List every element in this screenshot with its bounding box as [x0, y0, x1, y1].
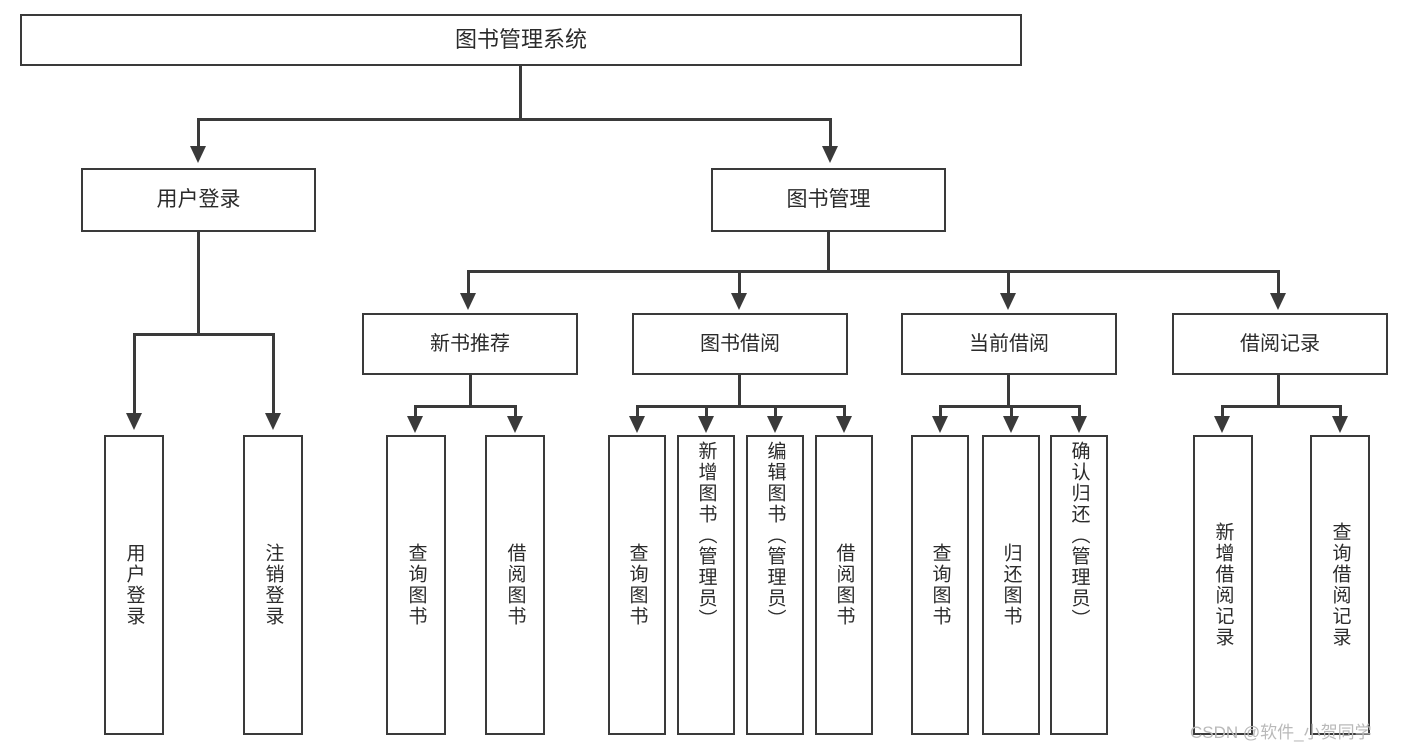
leaf-query-book-borrow[interactable]: 查询图书 [608, 435, 666, 735]
leaf-logout-login[interactable]: 注销登录 [243, 435, 303, 735]
connector-root-to-bookmgmt [829, 118, 832, 148]
arrow-current-to-leaf3 [1071, 416, 1087, 433]
node-label: 新书推荐 [430, 332, 510, 355]
connector-userlogin-to-leaf2 [272, 333, 275, 415]
leaf-label: 用户登录 [123, 543, 145, 627]
arrow-current-to-leaf1 [932, 416, 948, 433]
connector-bookmgmt-to-newbook [467, 270, 470, 295]
arrow-borrow-to-leaf1 [629, 416, 645, 433]
connector-borrow-to-leaf4 [843, 405, 846, 418]
node-new-book-recommend[interactable]: 新书推荐 [362, 313, 578, 375]
connector-borrow-bus [636, 405, 844, 408]
leaf-label: 借阅图书 [833, 543, 855, 627]
connector-newbook-to-leaf1 [414, 405, 417, 418]
leaf-query-book-newrec[interactable]: 查询图书 [386, 435, 446, 735]
node-book-management[interactable]: 图书管理 [711, 168, 946, 232]
node-label: 用户登录 [156, 187, 241, 211]
connector-borrow-to-leaf3 [774, 405, 777, 418]
leaf-add-book-admin[interactable]: 新增图书（管理员） [677, 435, 735, 735]
arrow-root-to-bookmgmt [822, 146, 838, 163]
leaf-label: 确认归还（管理员） [1068, 441, 1090, 630]
connector-newbook-to-leaf2 [514, 405, 517, 418]
arrow-bookmgmt-to-borrow [731, 293, 747, 310]
node-label: 图书借阅 [700, 332, 780, 355]
node-label: 图书管理 [786, 187, 871, 211]
leaf-user-login[interactable]: 用户登录 [104, 435, 164, 735]
arrow-borrow-to-leaf3 [767, 416, 783, 433]
arrow-borrow-to-leaf4 [836, 416, 852, 433]
connector-current-bus [939, 405, 1079, 408]
connector-current-stem [1007, 375, 1010, 407]
leaf-query-borrow-record[interactable]: 查询借阅记录 [1310, 435, 1370, 735]
leaf-label: 查询借阅记录 [1329, 522, 1351, 648]
arrow-current-to-leaf2 [1003, 416, 1019, 433]
connector-current-to-leaf2 [1010, 405, 1013, 418]
arrow-borrow-to-leaf2 [698, 416, 714, 433]
node-label: 借阅记录 [1240, 332, 1320, 355]
connector-root-to-userlogin [197, 118, 200, 148]
connector-current-to-leaf3 [1078, 405, 1081, 418]
leaf-label: 编辑图书（管理员） [764, 441, 786, 630]
leaf-label: 查询图书 [405, 543, 427, 627]
connector-userlogin-bus [133, 333, 272, 336]
connector-bookmgmt-bus [467, 270, 1280, 273]
leaf-return-book[interactable]: 归还图书 [982, 435, 1040, 735]
node-label: 图书管理系统 [454, 27, 587, 53]
node-current-borrow[interactable]: 当前借阅 [901, 313, 1117, 375]
connector-current-to-leaf1 [939, 405, 942, 418]
arrow-record-to-leaf1 [1214, 416, 1230, 433]
leaf-label: 注销登录 [262, 543, 284, 627]
arrow-newbook-to-leaf1 [407, 416, 423, 433]
arrow-userlogin-to-leaf1 [126, 413, 142, 430]
connector-bookmgmt-stem [827, 232, 830, 272]
connector-bookmgmt-to-current [1007, 270, 1010, 295]
leaf-add-borrow-record[interactable]: 新增借阅记录 [1193, 435, 1253, 735]
node-user-login[interactable]: 用户登录 [81, 168, 316, 232]
leaf-label: 借阅图书 [504, 543, 526, 627]
arrow-userlogin-to-leaf2 [265, 413, 281, 430]
leaf-query-book-current[interactable]: 查询图书 [911, 435, 969, 735]
connector-newbook-stem [469, 375, 472, 407]
arrow-record-to-leaf2 [1332, 416, 1348, 433]
leaf-borrow-book[interactable]: 借阅图书 [815, 435, 873, 735]
node-borrow-record[interactable]: 借阅记录 [1172, 313, 1388, 375]
node-book-borrow[interactable]: 图书借阅 [632, 313, 848, 375]
connector-bookmgmt-to-borrow [738, 270, 741, 295]
connector-userlogin-stem [197, 232, 200, 335]
connector-root-bus [197, 118, 831, 121]
connector-borrow-stem [738, 375, 741, 407]
connector-userlogin-to-leaf1 [133, 333, 136, 415]
connector-record-to-leaf1 [1221, 405, 1224, 418]
connector-borrow-to-leaf1 [636, 405, 639, 418]
leaf-label: 查询图书 [929, 543, 951, 627]
arrow-newbook-to-leaf2 [507, 416, 523, 433]
connector-borrow-to-leaf2 [705, 405, 708, 418]
arrow-bookmgmt-to-newbook [460, 293, 476, 310]
leaf-label: 新增图书（管理员） [695, 441, 717, 630]
connector-root-stem [519, 66, 522, 120]
leaf-edit-book-admin[interactable]: 编辑图书（管理员） [746, 435, 804, 735]
node-label: 当前借阅 [969, 332, 1049, 355]
connector-record-to-leaf2 [1339, 405, 1342, 418]
connector-record-bus [1221, 405, 1341, 408]
connector-record-stem [1277, 375, 1280, 407]
arrow-bookmgmt-to-record [1270, 293, 1286, 310]
leaf-borrow-book-newrec[interactable]: 借阅图书 [485, 435, 545, 735]
leaf-label: 查询图书 [626, 543, 648, 627]
connector-bookmgmt-to-record [1277, 270, 1280, 295]
leaf-label: 归还图书 [1000, 543, 1022, 627]
connector-newbook-bus [414, 405, 516, 408]
leaf-confirm-return-admin[interactable]: 确认归还（管理员） [1050, 435, 1108, 735]
leaf-label: 新增借阅记录 [1212, 522, 1234, 648]
arrow-bookmgmt-to-current [1000, 293, 1016, 310]
arrow-root-to-userlogin [190, 146, 206, 163]
node-root-system[interactable]: 图书管理系统 [20, 14, 1022, 66]
